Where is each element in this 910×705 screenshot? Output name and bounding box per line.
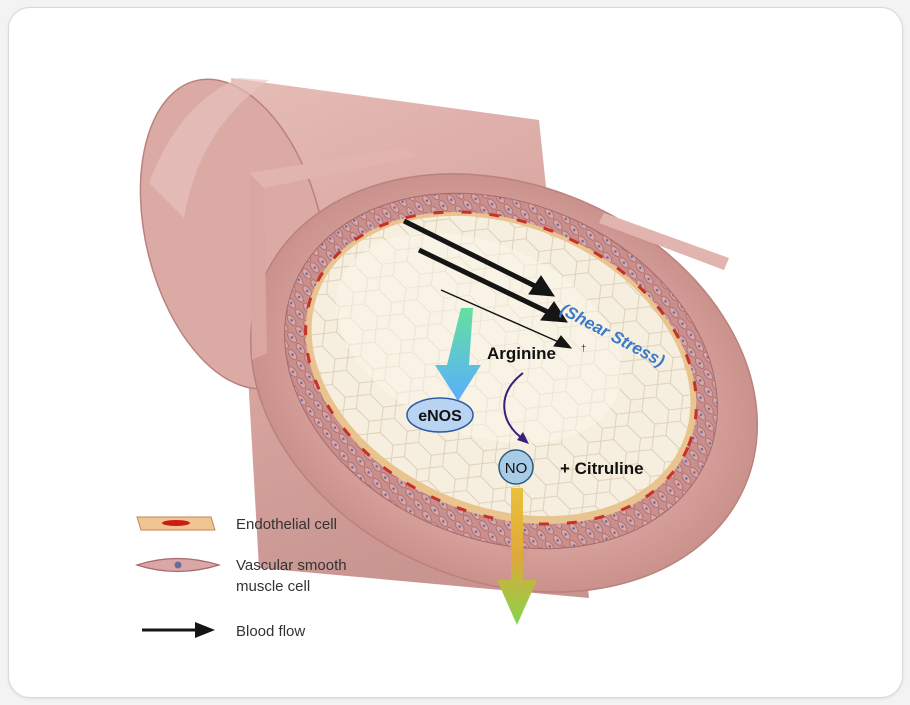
- blood-flow-arrow-icon: [142, 622, 215, 638]
- arginine-label: Arginine: [487, 344, 556, 363]
- footnote-mark: †: [581, 343, 586, 353]
- no-label: NO: [505, 460, 528, 477]
- no-molecule: NO: [498, 449, 534, 485]
- enos-label: eNOS: [418, 408, 462, 425]
- legend-endothelial-label: Endothelial cell: [236, 516, 337, 533]
- curved-arrow-icon: [503, 372, 529, 444]
- legend: Endothelial cell Vascular smooth muscle …: [135, 516, 347, 640]
- legend-smooth-muscle-label-2: muscle cell: [236, 578, 310, 595]
- blood-vessel-diagram: (Shear Stress) Arginine † eNOS NO + Citr…: [135, 78, 759, 640]
- legend-blood-flow-label: Blood flow: [236, 623, 305, 640]
- green-arrow-icon: [435, 308, 481, 401]
- orange-arrow-icon: [497, 488, 537, 625]
- citruline-label: + Citruline: [560, 459, 644, 478]
- legend-smooth-muscle-label-1: Vascular smooth: [236, 557, 347, 574]
- vessel-wall-ring: [249, 148, 759, 593]
- enos-enzyme: eNOS: [406, 397, 474, 433]
- blood-flow-arrows: [402, 218, 573, 349]
- endothelial-cell-icon: [136, 516, 216, 531]
- figure-card: (Shear Stress) Arginine † eNOS NO + Citr…: [8, 7, 903, 698]
- smooth-muscle-cell-icon: [135, 557, 222, 573]
